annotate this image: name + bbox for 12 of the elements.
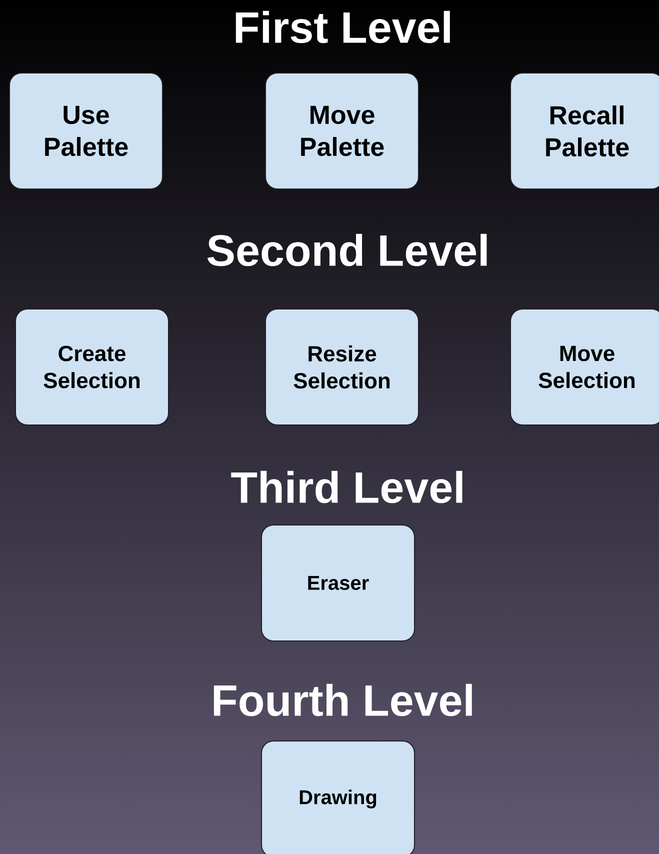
level-box: Move Palette xyxy=(265,72,419,190)
level-heading: Fourth Level xyxy=(214,684,472,716)
level-box: Resize Selection xyxy=(265,308,419,426)
level-box: Move Selection xyxy=(510,308,659,426)
level-box: Eraser xyxy=(261,524,415,642)
level-box: Create Selection xyxy=(15,308,169,426)
level-box: Use Palette xyxy=(9,72,163,190)
level-heading: Third Level xyxy=(231,470,462,504)
level-box: Recall Palette xyxy=(510,72,659,190)
level-box: Drawing xyxy=(261,740,415,854)
level-heading: Second Level xyxy=(207,234,487,266)
level-heading: First Level xyxy=(236,10,450,44)
